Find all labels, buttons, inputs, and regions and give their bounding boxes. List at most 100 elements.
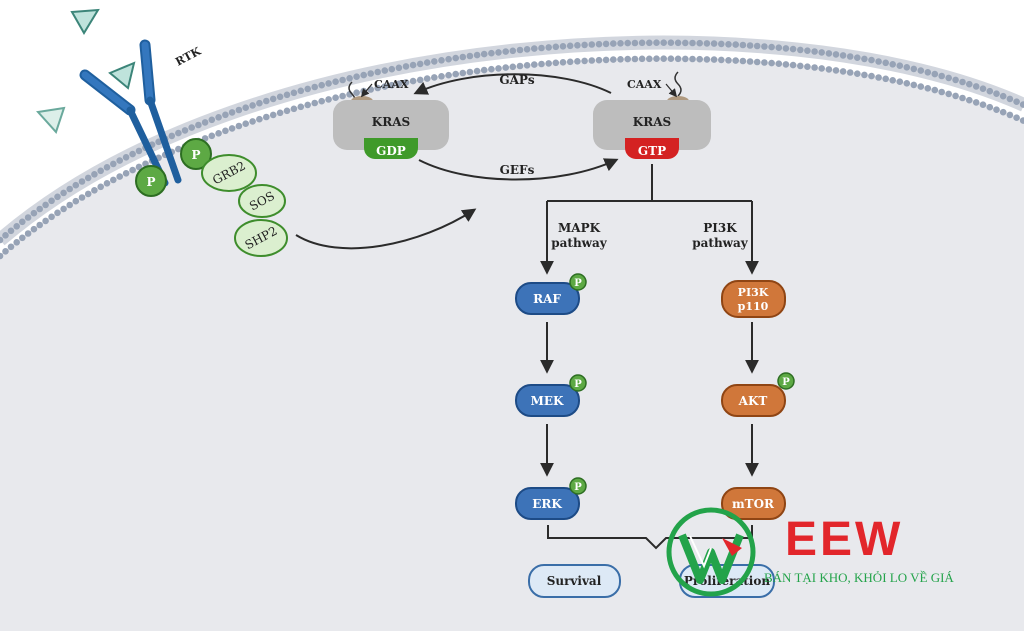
membrane-lipid-head <box>896 78 904 85</box>
membrane-lipid-head <box>689 55 696 63</box>
membrane-lipid-head <box>617 40 624 47</box>
membrane-lipid-head <box>72 197 80 205</box>
grb2-adaptor: GRB2 <box>201 154 257 192</box>
membrane-lipid-head <box>566 42 574 50</box>
membrane-lipid-head <box>402 63 410 70</box>
membrane-lipid-head <box>416 60 424 68</box>
membrane-lipid-head <box>811 64 818 71</box>
membrane-lipid-head <box>638 55 646 63</box>
membrane-lipid-head <box>431 58 438 65</box>
membrane-lipid-head <box>381 83 389 90</box>
membrane-lipid-head <box>66 201 73 209</box>
membrane-lipid-head <box>993 106 1000 113</box>
membrane-lipid-head <box>228 125 236 132</box>
gefs-label: GEFs <box>500 163 535 177</box>
kras-gdp-complex: KRAS GDP <box>333 81 449 159</box>
membrane-lipid-head <box>959 78 966 86</box>
membrane-lipid-head <box>846 69 854 76</box>
membrane-lipid-head <box>674 55 682 63</box>
membrane-lipid-head <box>91 171 98 178</box>
membrane-lipid-head <box>753 58 761 66</box>
svg-text:Survival: Survival <box>547 574 602 588</box>
membrane-lipid-head <box>696 55 703 63</box>
membrane-lipid-head <box>381 67 389 74</box>
ligand-triangle-icon <box>108 61 136 90</box>
phospho-label: P <box>574 278 582 289</box>
membrane-lipid-head <box>972 83 980 90</box>
membrane-lipid-head <box>818 49 825 56</box>
membrane-lipid-head <box>574 42 581 49</box>
svg-text:MEK: MEK <box>531 394 564 408</box>
membrane-lipid-head <box>388 81 396 89</box>
cell-membrane <box>0 35 1024 260</box>
membrane-lipid-head <box>739 41 747 49</box>
membrane-lipid-head <box>129 166 136 174</box>
membrane-lipid-head <box>84 174 92 182</box>
membrane-lipid-head <box>825 50 833 57</box>
membrane-lipid-head <box>208 116 216 124</box>
phospho-label: P <box>191 148 200 162</box>
membrane-lipid-head <box>910 81 918 89</box>
raf-node: RAF P <box>515 273 587 315</box>
membrane-lipid-head <box>97 183 104 191</box>
membrane-lipid-head <box>304 101 312 109</box>
membrane-lipid-head <box>804 47 811 54</box>
membrane-lipid-head <box>438 73 445 80</box>
membrane-lipid-head <box>1013 98 1020 105</box>
membrane-lipid-head <box>832 51 840 58</box>
membrane-lipid-head <box>566 58 574 66</box>
membrane-lipid-head <box>495 65 502 72</box>
membrane-lipid-head <box>602 40 610 48</box>
membrane-lipid-head <box>66 185 73 193</box>
membrane-lipid-head <box>42 217 49 225</box>
membrane-lipid-head <box>263 97 270 105</box>
membrane-lipid-head <box>175 145 182 153</box>
membrane-lipid-head <box>367 86 375 93</box>
membrane-lipid-head <box>917 83 925 90</box>
membrane-lipid-head <box>516 62 524 70</box>
membrane-lipid-head <box>249 118 256 125</box>
caax-right-label: CAAX <box>627 78 662 91</box>
membrane-lipid-head <box>931 86 939 94</box>
membrane-lipid-head <box>242 104 249 111</box>
membrane-lipid-head <box>480 66 488 74</box>
membrane-lipid-head <box>653 39 660 46</box>
membrane-lipid-head <box>631 39 639 47</box>
membrane-lipid-head <box>116 173 123 180</box>
membrane-lipid-head <box>674 39 682 47</box>
membrane-lipid-head <box>972 99 980 106</box>
membrane-lipid-head <box>339 76 346 84</box>
membrane-lipid-head <box>945 90 952 98</box>
membrane-lipid-head <box>739 57 747 65</box>
rtk-phospho-right: P <box>180 138 212 170</box>
membrane-lipid-head <box>256 115 263 123</box>
membrane-lipid-head <box>452 54 460 62</box>
membrane-lipid-head <box>276 109 284 117</box>
membrane-lipid-head <box>60 205 67 213</box>
activation-arrow <box>295 208 477 250</box>
membrane-lipid-head <box>610 40 617 47</box>
membrane-lipid-head <box>581 57 588 65</box>
membrane-lipid-head <box>142 160 149 168</box>
membrane-lipid-head <box>48 197 55 205</box>
membrane-lipid-head <box>789 61 797 69</box>
membrane-lipid-head <box>103 164 111 171</box>
membrane-lipid-head <box>660 55 667 62</box>
membrane-lipid-head <box>201 119 209 126</box>
membrane-lipid-head <box>646 39 653 47</box>
membrane-lipid-head <box>1006 95 1014 103</box>
membrane-lipid-head <box>374 68 382 76</box>
membrane-lipid-head <box>624 39 631 47</box>
kras-left-label: KRAS <box>372 115 410 129</box>
membrane-lipid-head <box>732 41 739 48</box>
membrane-lipid-head <box>509 47 517 55</box>
membrane-lipid-head <box>168 132 176 140</box>
membrane-lipid-head <box>875 58 882 65</box>
membrane-lipid-head <box>797 62 804 70</box>
rtk-label: RTK <box>173 44 203 68</box>
membrane-lipid-head <box>952 92 959 100</box>
membrane-lipid-head <box>595 56 603 64</box>
membrane-lipid-head <box>588 41 596 48</box>
membrane-lipid-head <box>797 46 804 54</box>
membrane-lipid-head <box>110 176 117 184</box>
